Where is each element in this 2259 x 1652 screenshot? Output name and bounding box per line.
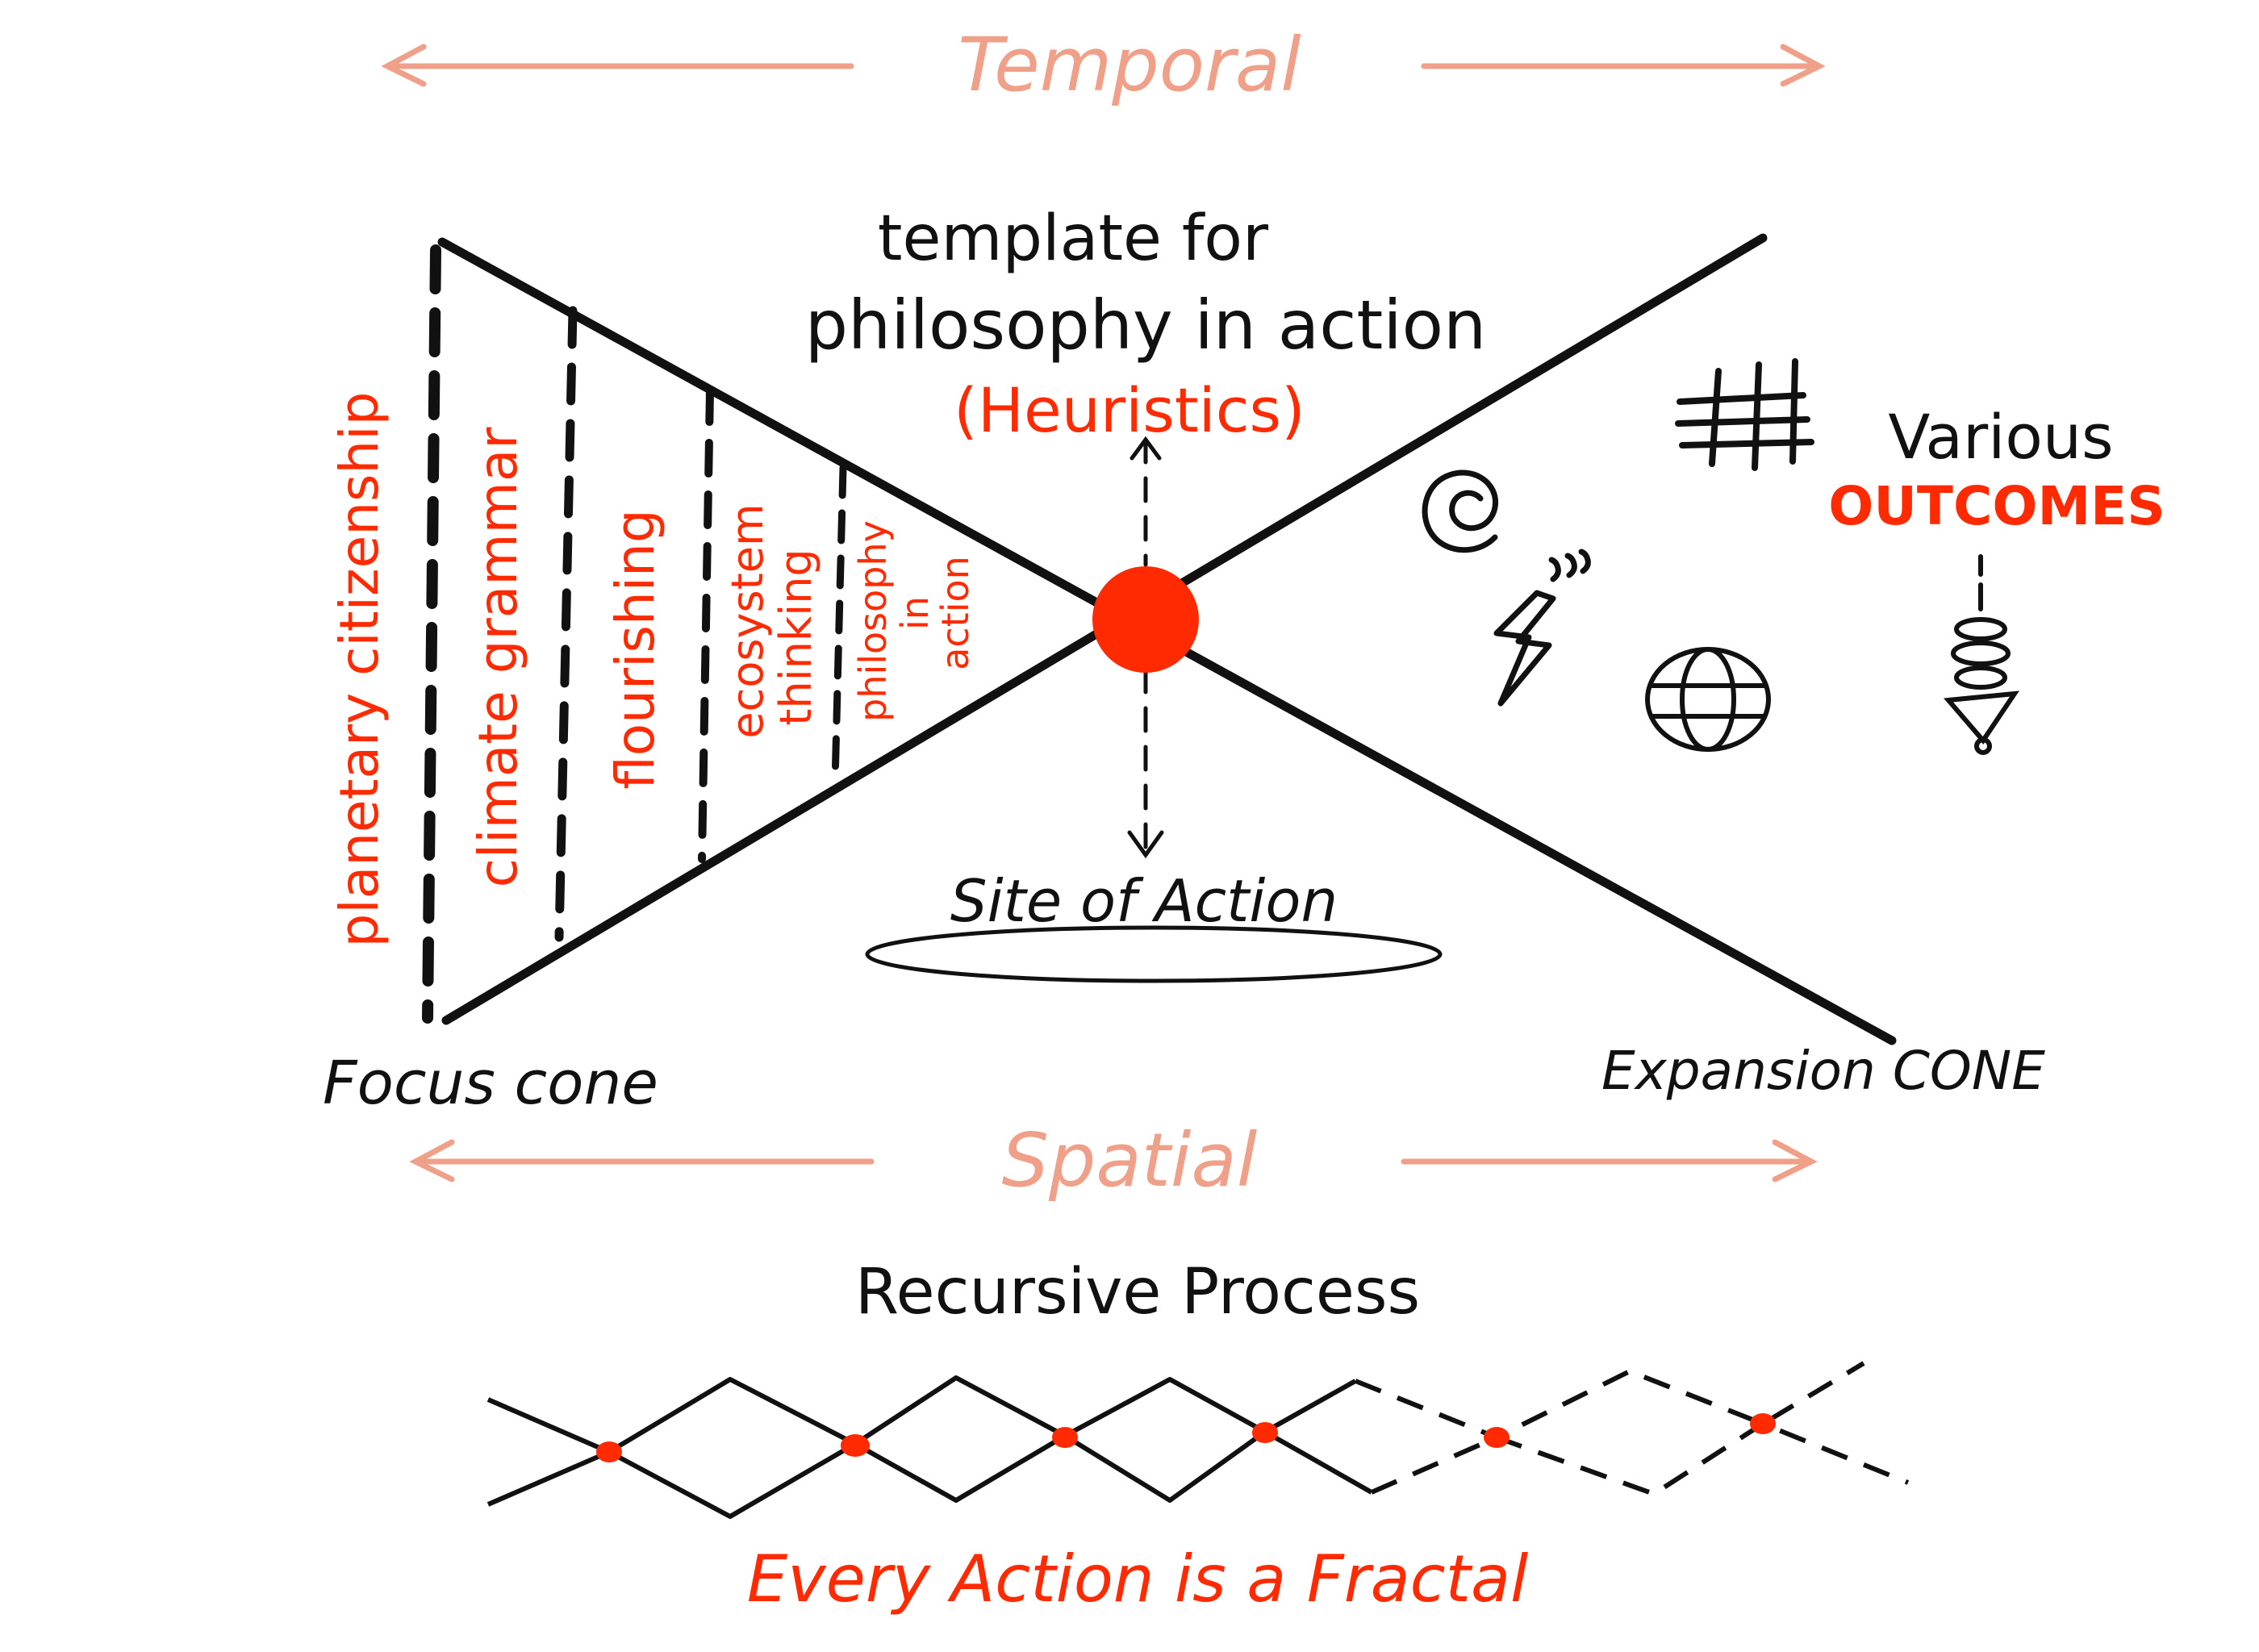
heuristics-label: (Heuristics) <box>954 374 1305 446</box>
layer-ecosystem: ecosystem <box>722 503 773 738</box>
temporal-right-arrow <box>1421 44 1826 87</box>
spatial-right-arrow <box>1401 1139 1818 1183</box>
recursive-node-4 <box>1252 1422 1278 1443</box>
recursive-node-2 <box>841 1434 870 1457</box>
layer-flourishing: flourishing <box>604 509 666 790</box>
temporal-label: Temporal <box>958 22 1301 108</box>
arrow-up-head <box>1130 436 1162 461</box>
outcomes-label: OUTCOMES <box>1828 475 2165 537</box>
hashtag-icon <box>1675 358 1814 471</box>
arrow-down-head <box>1127 830 1164 859</box>
layer-thinking: thinking <box>770 549 821 725</box>
recursive-chain-solid <box>486 1375 1373 1519</box>
recursive-nodes <box>596 1413 1776 1462</box>
recursive-node-6 <box>1750 1413 1776 1434</box>
spiral-icon <box>1422 469 1499 553</box>
spatial-left-arrow <box>409 1139 875 1183</box>
recursive-node-5 <box>1484 1427 1509 1448</box>
recursive-chain-dashed <box>1354 1361 1910 1497</box>
spinning-top-icon <box>1943 554 2020 755</box>
philosophy-in-action-label: philosophy in action <box>805 286 1487 365</box>
focus-cone-layers: planetary citizenship climate grammar fl… <box>328 392 977 948</box>
expansion-cone-label: Expansion CONE <box>1601 1040 2045 1102</box>
focus-cone-label: Focus cone <box>323 1049 658 1118</box>
divider-1 <box>422 244 441 1024</box>
fractal-caption: Every Action is a Fractal <box>747 1541 1528 1617</box>
recursive-process-title: Recursive Process <box>855 1256 1420 1329</box>
recursive-node-3 <box>1052 1427 1078 1448</box>
action-node <box>1092 566 1199 673</box>
template-for-label: template for <box>878 202 1269 275</box>
various-label: Various <box>1888 401 2113 473</box>
focus-cone-dividers <box>422 244 847 1024</box>
layer-philosophy: philosophy <box>851 520 895 722</box>
temporal-axis: Temporal <box>381 22 1826 108</box>
layer-planetary-citizenship: planetary citizenship <box>328 392 390 948</box>
vertical-arrows <box>1127 436 1164 859</box>
globe-icon <box>1645 647 1771 752</box>
divider-2 <box>554 306 578 942</box>
spatial-label: Spatial <box>1002 1117 1258 1204</box>
layer-in: in <box>893 596 937 630</box>
site-of-action-label: Site of Action <box>950 867 1338 935</box>
temporal-left-arrow <box>381 44 854 87</box>
divider-3 <box>698 387 714 863</box>
layer-climate-grammar: climate grammar <box>467 427 529 888</box>
site-of-action-ellipse <box>865 925 1443 983</box>
spatial-axis: Spatial <box>409 1117 1818 1204</box>
recursive-node-1 <box>596 1441 622 1462</box>
layer-action: action <box>933 556 977 670</box>
lightning-icon <box>1493 549 1591 707</box>
divider-4 <box>831 464 847 786</box>
